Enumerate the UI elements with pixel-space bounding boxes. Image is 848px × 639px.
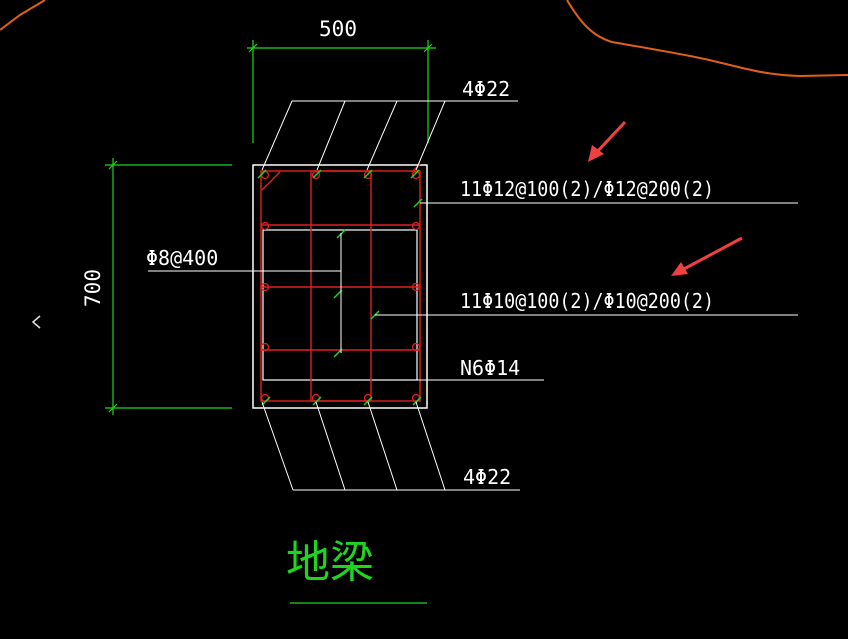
top-bar (311, 170, 321, 180)
side-bar (260, 221, 270, 231)
side-bar (260, 282, 270, 292)
dimension-width-label: 500 (319, 17, 357, 41)
contour-line-right (566, 0, 848, 78)
top-bar (411, 170, 421, 180)
side-bar (260, 342, 270, 352)
stirrup-inner-label: 11Φ10@100(2)/Φ10@200(2) (460, 289, 714, 313)
arrow-icon (671, 236, 743, 276)
contour-line-left (0, 0, 46, 31)
stirrup-hook (411, 163, 421, 173)
side-bar (411, 342, 421, 352)
arrow-icon (588, 120, 627, 162)
drawing-title: 地梁 (286, 537, 374, 588)
dimension-width (247, 40, 436, 143)
dimension-height-label: 700 (81, 269, 105, 307)
beam-section (252, 163, 428, 409)
dimension-height (105, 158, 232, 415)
inner-stirrup (310, 170, 372, 402)
side-bars-label: N6Φ14 (460, 356, 520, 380)
tie-bars-label: Φ8@400 (146, 246, 218, 270)
chevron-left-icon[interactable] (31, 315, 41, 329)
inner-outline (262, 229, 418, 381)
leader-lines (148, 100, 798, 491)
stirrup-hook (261, 171, 281, 191)
stirrup-outer-label: 11Φ12@100(2)/Φ12@200(2) (460, 177, 714, 201)
beam-outline (252, 164, 428, 409)
side-bar (411, 221, 421, 231)
back-button[interactable] (26, 310, 46, 334)
top-bar (363, 170, 373, 180)
contour-lines (0, 0, 848, 78)
side-bar (411, 282, 421, 292)
top-bars-label: 4Φ22 (462, 77, 510, 101)
bottom-bars-label: 4Φ22 (463, 465, 511, 489)
